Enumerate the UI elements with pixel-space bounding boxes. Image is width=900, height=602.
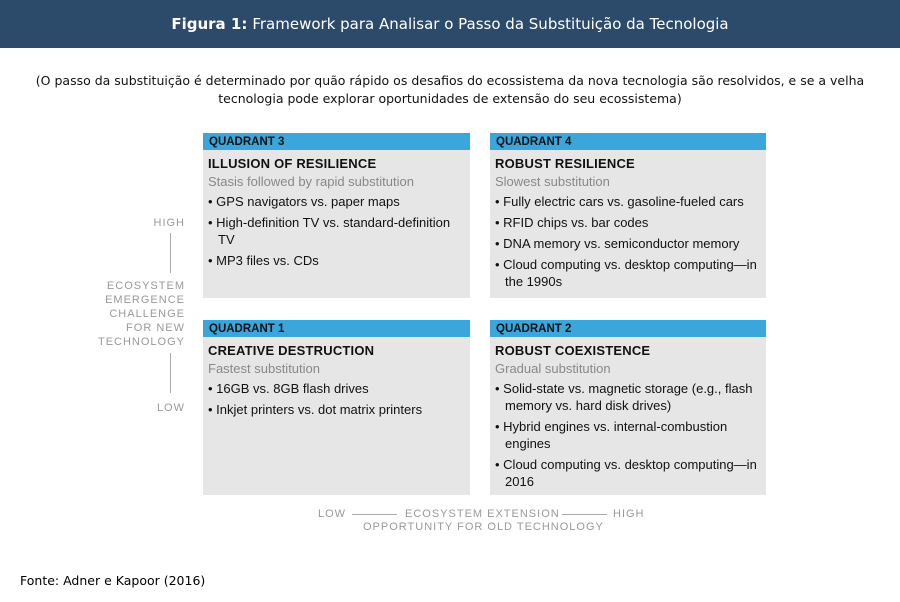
quadrant-4: QUADRANT 4 ROBUST RESILIENCE Slowest subst… (490, 133, 766, 298)
list-item-text: RFID chips vs. bar codes (503, 215, 649, 230)
list-item-text: Cloud computing vs. desktop computing—in… (503, 457, 757, 489)
list-item-text: High-definition TV vs. standard-definiti… (216, 215, 451, 247)
quadrant-name: ROBUST RESILIENCE (495, 156, 635, 171)
x-axis-arrow-left (352, 514, 397, 515)
list-item: • MP3 files vs. CDs (208, 252, 470, 269)
bullet: • (208, 253, 217, 268)
y-axis-low: LOW (156, 402, 185, 414)
quadrant-tag: QUADRANT 4 (490, 133, 766, 150)
figure-header: Figura 1:Framework para Analisar o Passo… (0, 0, 900, 48)
bullet: • (495, 457, 504, 472)
x-axis-high: HIGH (613, 508, 645, 520)
y-axis-arrow-down (170, 353, 171, 393)
list-item: • Inkjet printers vs. dot matrix printer… (208, 401, 470, 418)
x-axis-arrow-right (562, 514, 607, 515)
quadrant-1: QUADRANT 1 CREATIVE DESTRUCTION Fastest su… (203, 320, 470, 495)
quadrant-tag: QUADRANT 3 (203, 133, 470, 150)
list-item-text: Cloud computing vs. desktop computing—in… (503, 257, 757, 289)
x-axis-sublabel: OPPORTUNITY FOR OLD TECHNOLOGY (363, 521, 604, 533)
y-axis-arrow-up (170, 233, 171, 273)
list-item-text: Inkjet printers vs. dot matrix printers (216, 402, 423, 417)
source-note: Fonte: Adner e Kapoor (2016) (20, 573, 206, 588)
bullet: • (495, 257, 504, 272)
bullet: • (495, 381, 504, 396)
bullet: • (495, 194, 504, 209)
list-item: • Solid-state vs. magnetic storage (e.g.… (495, 380, 766, 414)
quadrant-3: QUADRANT 3 ILLUSION OF RESILIENCE Stasis f… (203, 133, 470, 298)
quadrant-name: ROBUST COEXISTENCE (495, 343, 651, 358)
y-axis-label: ECOSYSTEM EMERGENCE CHALLENGE FOR NEW TE… (97, 280, 185, 348)
list-item-text: GPS navigators vs. paper maps (216, 194, 400, 209)
quadrant-description: Gradual substitution (495, 361, 611, 376)
bullet: • (208, 402, 217, 417)
list-item-text: DNA memory vs. semiconductor memory (503, 236, 740, 251)
quadrant-tag: QUADRANT 2 (490, 320, 766, 337)
figure-label: Figura 1: (171, 15, 248, 33)
list-item: • DNA memory vs. semiconductor memory (495, 235, 766, 252)
quadrant-description: Fastest substitution (208, 361, 320, 376)
list-item: • Cloud computing vs. desktop computing—… (495, 456, 766, 490)
list-item: • Cloud computing vs. desktop computing—… (495, 256, 766, 290)
bullet: • (208, 194, 217, 209)
list-item-text: 16GB vs. 8GB flash drives (216, 381, 369, 396)
quadrant-2: QUADRANT 2 ROBUST COEXISTENCE Gradual subs… (490, 320, 766, 495)
list-item: • GPS navigators vs. paper maps (208, 193, 470, 210)
quadrant-name: CREATIVE DESTRUCTION (208, 343, 375, 358)
y-axis-high: HIGH (153, 217, 185, 229)
bullet: • (208, 381, 217, 396)
list-item-text: MP3 files vs. CDs (216, 253, 319, 268)
list-item: • Hybrid engines vs. internal-combustion… (495, 418, 766, 452)
figure-title: Framework para Analisar o Passo da Subst… (252, 15, 729, 33)
list-item: • RFID chips vs. bar codes (495, 214, 766, 231)
x-axis-low: LOW (318, 508, 347, 520)
list-item-text: Fully electric cars vs. gasoline-fueled … (503, 194, 744, 209)
quadrant-description: Stasis followed by rapid substitution (208, 174, 414, 189)
x-axis-label: ECOSYSTEM EXTENSION (405, 508, 560, 520)
list-item: • 16GB vs. 8GB flash drives (208, 380, 470, 397)
bullet: • (495, 236, 504, 251)
bullet: • (208, 215, 217, 230)
quadrant-name: ILLUSION OF RESILIENCE (208, 156, 377, 171)
quadrant-description: Slowest substitution (495, 174, 610, 189)
list-item: • Fully electric cars vs. gasoline-fuele… (495, 193, 766, 210)
subtitle: (O passo da substituição é determinado p… (35, 73, 865, 106)
list-item-text: Solid-state vs. magnetic storage (e.g., … (503, 381, 753, 413)
bullet: • (495, 215, 504, 230)
list-item-text: Hybrid engines vs. internal-combustion e… (503, 419, 728, 451)
list-item: • High-definition TV vs. standard-defini… (208, 214, 470, 248)
bullet: • (495, 419, 504, 434)
quadrant-tag: QUADRANT 1 (203, 320, 470, 337)
